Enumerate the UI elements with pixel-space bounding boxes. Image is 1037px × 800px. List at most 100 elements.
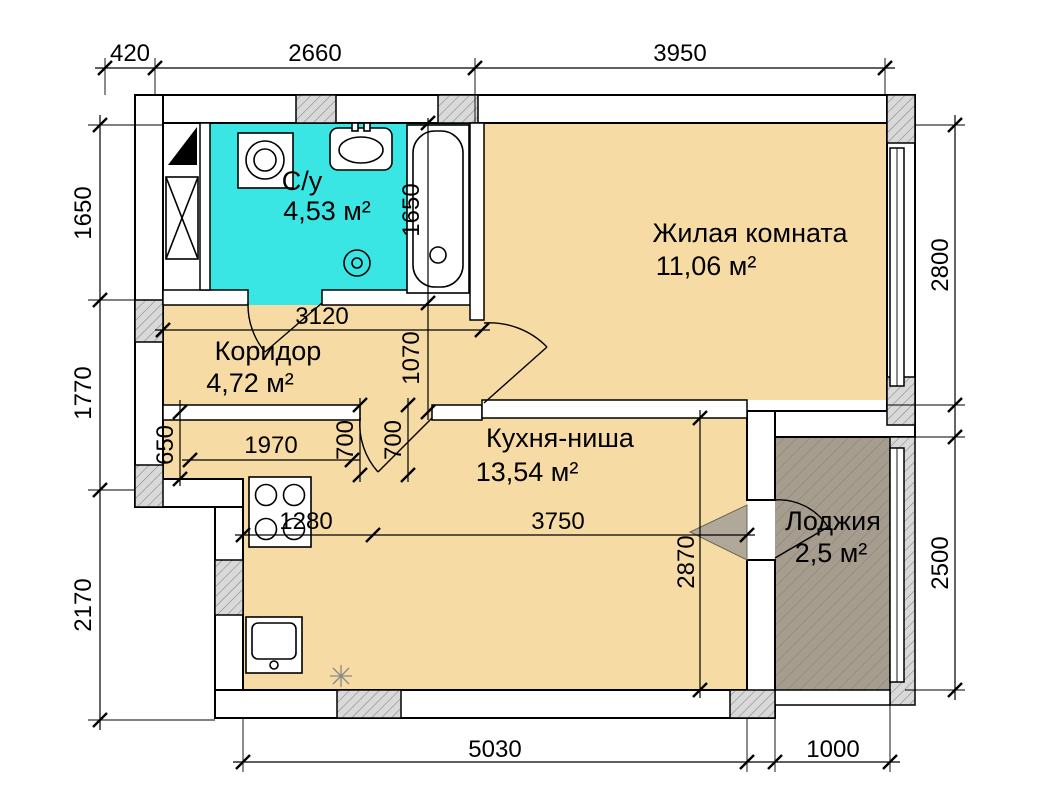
stove-burner <box>254 517 278 541</box>
dim-label-2800: 2800 <box>927 238 954 291</box>
washing-machine-drum <box>245 140 285 180</box>
dim-tick <box>172 471 188 487</box>
loggia-area: 2,5 м² <box>795 538 868 568</box>
kitchen-door-leaf <box>377 417 433 473</box>
dim-label-5030: 5030 <box>468 736 521 763</box>
stove-burner <box>282 517 306 541</box>
elevator-cross <box>165 176 199 260</box>
dim-tick <box>767 754 783 770</box>
dim-tick <box>947 429 963 445</box>
dim-tick <box>147 60 163 76</box>
dim-label-2870: 2870 <box>673 535 700 588</box>
dim-tick <box>882 754 898 770</box>
windows <box>889 147 905 683</box>
dim-tick <box>352 397 368 413</box>
concrete-block <box>336 689 402 719</box>
wall-kitchen-loggia-upper <box>746 410 776 501</box>
dim-tick <box>692 410 708 426</box>
partition-living-kitchen <box>481 399 748 419</box>
dim-tick <box>172 404 188 420</box>
loggia-door-arc <box>774 499 829 528</box>
dim-tick <box>400 397 416 413</box>
wall-loggia-bottom <box>774 689 891 706</box>
floor-drain <box>343 249 371 277</box>
bathroom-sink-basin <box>338 136 384 164</box>
dim-tick <box>877 60 893 76</box>
dim-label-1770: 1770 <box>70 366 97 419</box>
vent-shaft-icon <box>168 127 197 165</box>
bath-door-leaf <box>264 302 323 353</box>
living-door-arc <box>483 322 548 348</box>
concrete-block <box>886 94 916 144</box>
dim-label-3120: 3120 <box>295 303 348 330</box>
dim-label-650: 650 <box>152 425 179 465</box>
dim-tick <box>947 397 963 413</box>
dim-label-1000: 1000 <box>806 736 859 763</box>
dim-tick <box>344 452 360 468</box>
stove-burner <box>282 483 306 507</box>
bathroom-area: 4,53 м² <box>283 196 371 226</box>
dim-tick <box>400 467 416 483</box>
corridor-name: Коридор <box>215 336 322 366</box>
kitchen-name: Кухня-ниша <box>486 423 635 453</box>
dim-tick <box>947 682 963 698</box>
kitchen-sink-tap <box>269 660 279 670</box>
interior-partitions <box>162 122 748 421</box>
stove-burner <box>254 483 278 507</box>
corridor-kitchen-fill <box>163 290 747 690</box>
partition-bath-living <box>469 122 485 321</box>
dim-tick <box>420 404 436 420</box>
room-labels: С/у 4,53 м² Жилая комната 11,06 м² Корид… <box>206 166 881 568</box>
dim-tick <box>692 682 708 698</box>
kitchen-area: 13,54 м² <box>476 457 579 487</box>
kitchen-sink-basin <box>251 622 297 660</box>
snowflake-icon <box>330 665 352 687</box>
concrete-block <box>295 94 337 124</box>
dim-tick <box>92 117 108 133</box>
concrete-block <box>214 559 244 616</box>
loggia-name: Лоджия <box>785 506 881 536</box>
dim-tick <box>739 527 755 543</box>
dim-tick <box>97 60 113 76</box>
dim-tick <box>739 754 755 770</box>
dim-tick <box>467 60 483 76</box>
partition-corridor-south-right <box>431 404 483 421</box>
concrete-block <box>729 689 776 719</box>
dim-tick <box>155 322 171 338</box>
bathtub-inner <box>412 130 464 288</box>
concrete-block <box>134 464 164 508</box>
dimension-labels: 420 2660 3950 1650 1770 2170 2800 2500 5… <box>70 40 954 763</box>
dim-label-2500: 2500 <box>927 536 954 589</box>
dim-tick <box>92 292 108 308</box>
wall-top <box>134 94 916 124</box>
floor-drain-inner <box>351 257 363 269</box>
dim-label-2660: 2660 <box>288 40 341 67</box>
dim-label-3750: 3750 <box>531 508 584 535</box>
dim-tick <box>92 482 108 498</box>
dim-label-1280: 1280 <box>279 508 332 535</box>
partition-bath-bottom-left <box>162 289 249 306</box>
corridor-area: 4,72 м² <box>206 368 294 398</box>
loggia-door-leaf <box>774 526 829 559</box>
living-name: Жилая комната <box>652 218 848 248</box>
dim-label-2170: 2170 <box>70 578 97 631</box>
dim-tick <box>235 754 251 770</box>
sink-tap <box>351 122 359 132</box>
kitchen-sink <box>245 616 303 674</box>
dim-label-700b: 700 <box>380 420 407 460</box>
wall-bottom <box>214 689 776 719</box>
dim-tick <box>420 295 436 311</box>
living-door-leaf <box>483 346 548 404</box>
dim-label-1970: 1970 <box>244 432 297 459</box>
loggia-hatch-overlay <box>775 437 890 690</box>
dim-label-1070: 1070 <box>398 331 425 384</box>
bath-door-arc <box>247 302 266 353</box>
concrete-blocks <box>134 94 916 719</box>
living-room-fill <box>482 123 887 400</box>
dim-label-700a: 700 <box>332 420 359 460</box>
loggia-door-swing <box>688 504 748 561</box>
dim-label-420: 420 <box>110 40 150 67</box>
concrete-block <box>437 94 479 124</box>
sink-tap <box>363 122 371 132</box>
